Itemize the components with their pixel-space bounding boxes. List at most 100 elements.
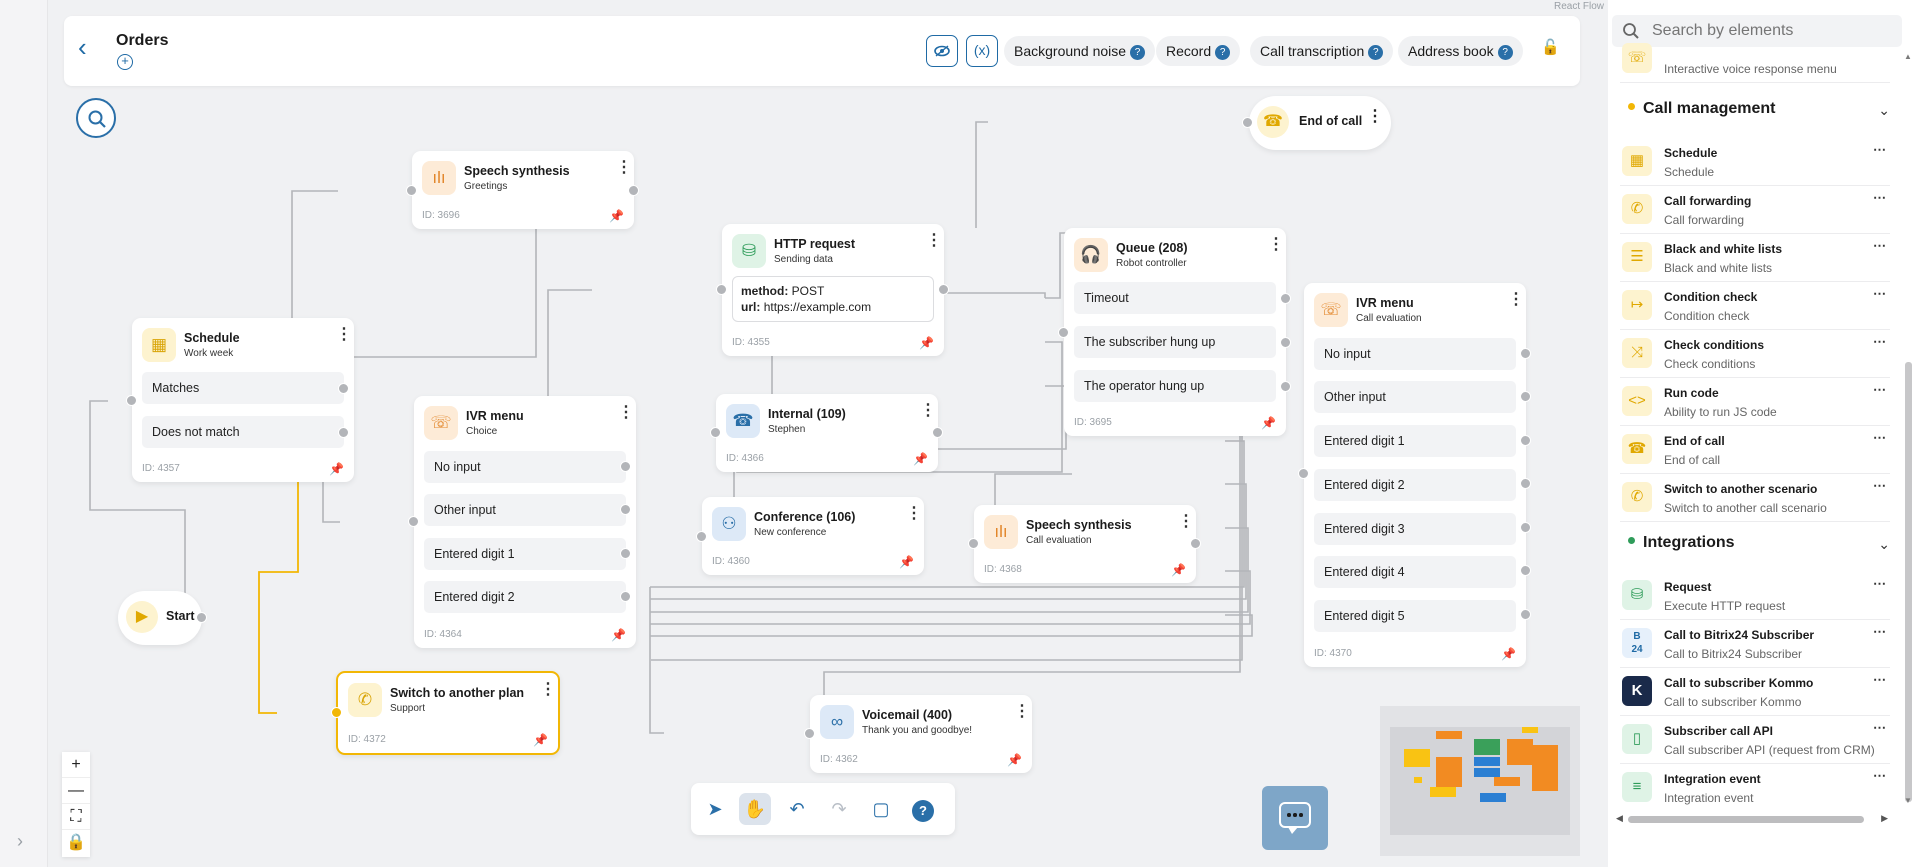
item-menu-icon[interactable]: ⋯ [1873,142,1886,157]
handle[interactable] [696,531,707,542]
item-menu-icon[interactable]: ⋯ [1873,238,1886,253]
handle[interactable] [620,591,631,602]
node-internal[interactable]: ☎ Internal (109) Stephen ⋮ ID: 4366 📌 [716,394,938,472]
section-title[interactable]: Call management [1628,100,1775,118]
pin-icon[interactable]: 📌 [913,452,928,466]
chat-button[interactable] [1262,786,1328,850]
handle[interactable] [1520,522,1531,533]
item-menu-icon[interactable]: ⋯ [1873,672,1886,687]
minimap[interactable] [1380,706,1580,856]
item-menu-icon[interactable]: ⋯ [1873,624,1886,639]
node-switch-plan[interactable]: ✆ Switch to another plan Support ⋮ ID: 4… [336,671,560,755]
chip-record[interactable]: Record? [1156,36,1241,66]
fit-view-button[interactable]: ⛶ [62,804,90,830]
node-http-request[interactable]: ⛁ HTTP request Sending data ⋮ method: PO… [722,224,944,356]
node-speech-synthesis[interactable]: ılı Speech synthesis Call evaluation ⋮ I… [974,505,1196,583]
scroll-down-icon[interactable]: ▼ [1904,796,1912,805]
node-menu-button[interactable]: ⋮ [1014,703,1030,720]
panel-item[interactable]: ☎ End of call End of call ⋯ [1620,426,1890,474]
panel-item[interactable]: ☰ Black and white lists Black and white … [1620,234,1890,282]
zoom-out-button[interactable]: — [62,778,90,804]
item-menu-icon[interactable]: ⋯ [1873,334,1886,349]
chevron-down-icon[interactable]: ⌄ [1878,536,1890,552]
help-icon[interactable]: ? [1497,45,1513,60]
pin-icon[interactable]: 📌 [919,336,934,350]
zoom-in-button[interactable]: + [62,752,90,778]
flow-canvas[interactable]: React Flow ‹ Orders + (x) Background noi… [48,0,1608,867]
horizontal-scroll-thumb[interactable] [1628,816,1864,823]
handle[interactable] [620,461,631,472]
chip-call-transcription[interactable]: Call transcription? [1250,36,1394,66]
panel-item[interactable]: ≡ Integration event Integration event ⋯ [1620,764,1890,812]
item-menu-icon[interactable]: ⋯ [1873,478,1886,493]
handle[interactable] [1520,348,1531,359]
pin-icon[interactable]: 📌 [533,733,548,747]
pin-icon[interactable]: 📌 [1501,647,1516,661]
handle[interactable] [196,612,207,623]
item-menu-icon[interactable]: ⋯ [1873,430,1886,445]
node-ivr-menu[interactable]: ☏ IVR menu Choice ⋮ No input Other input… [414,396,636,648]
handle[interactable] [408,516,419,527]
node-menu-button[interactable]: ⋮ [1268,236,1284,253]
pin-icon[interactable]: 📌 [609,209,624,223]
handle[interactable] [968,538,979,549]
handle[interactable] [804,728,815,739]
panel-item[interactable]: ✆ Call forwarding Call forwarding ⋯ [1620,186,1890,234]
visibility-toggle-icon[interactable] [926,35,958,67]
panel-item[interactable]: ⤨ Check conditions Check conditions ⋯ [1620,330,1890,378]
scroll-right-icon[interactable]: ▶ [1881,813,1888,823]
handle[interactable] [1190,538,1201,549]
node-menu-button[interactable]: ⋮ [616,159,632,176]
item-menu-icon[interactable]: ⋯ [1873,576,1886,591]
node-conference[interactable]: ⚇ Conference (106) New conference ⋮ ID: … [702,497,924,575]
handle[interactable] [1280,337,1291,348]
note-icon[interactable]: ▢ [872,799,890,819]
handle[interactable] [338,383,349,394]
back-button[interactable]: ‹ [78,32,87,62]
handle[interactable] [1280,293,1291,304]
panel-item[interactable]: ✆ Switch to another scenario Switch to a… [1620,474,1890,522]
handle[interactable] [1520,565,1531,576]
handle[interactable] [628,185,639,196]
node-ivr-menu[interactable]: ☏ IVR menu Call evaluation ⋮ No input Ot… [1304,283,1526,667]
handle[interactable] [126,395,137,406]
node-menu-button[interactable]: ⋮ [906,505,922,522]
handle[interactable] [1520,391,1531,402]
node-menu-button[interactable]: ⋮ [618,404,634,421]
node-voicemail[interactable]: ∞ Voicemail (400) Thank you and goodbye!… [810,695,1032,773]
chevron-down-icon[interactable]: ⌄ [1878,102,1890,118]
help-icon[interactable]: ? [1215,45,1231,60]
canvas-search-button[interactable] [76,98,116,138]
lock-icon[interactable]: 🔓 [1541,39,1560,56]
pointer-tool-icon[interactable]: ➤ [707,799,723,819]
node-speech-synthesis[interactable]: ılı Speech synthesis Greetings ⋮ ID: 369… [412,151,634,229]
node-menu-button[interactable]: ⋮ [920,402,936,419]
handle[interactable] [932,427,943,438]
pin-icon[interactable]: 📌 [899,555,914,569]
handle[interactable] [710,427,721,438]
panel-item[interactable]: ↦ Condition check Condition check ⋯ [1620,282,1890,330]
handle[interactable] [1520,435,1531,446]
help-icon[interactable]: ? [1368,45,1384,60]
node-menu-button[interactable]: ⋮ [1508,291,1524,308]
help-icon[interactable]: ? [1130,45,1146,60]
handle[interactable] [938,284,949,295]
section-title[interactable]: Integrations [1628,534,1735,552]
help-button[interactable]: ? [907,793,939,825]
panel-item[interactable]: ▦ Schedule Schedule ⋯ [1620,138,1890,186]
pin-icon[interactable]: 📌 [1261,416,1276,430]
node-start[interactable]: ▶ Start [118,591,202,645]
handle[interactable] [1058,327,1069,338]
item-menu-icon[interactable]: ⋯ [1873,382,1886,397]
panel-item[interactable]: K Call to subscriber Kommo Call to subsc… [1620,668,1890,716]
chip-background-noise[interactable]: Background noise? [1004,36,1156,66]
node-menu-button[interactable]: ⋮ [540,681,556,698]
pin-icon[interactable]: 📌 [1171,563,1186,577]
search-input[interactable] [1652,21,1892,41]
react-flow-attribution[interactable]: React Flow [1553,1,1604,12]
node-menu-button[interactable]: ⋮ [1178,513,1194,530]
handle[interactable] [1298,468,1309,479]
panel-item-partial[interactable]: ☏ Interactive voice response menu [1620,43,1890,83]
node-menu-button[interactable]: ⋮ [1367,108,1383,125]
